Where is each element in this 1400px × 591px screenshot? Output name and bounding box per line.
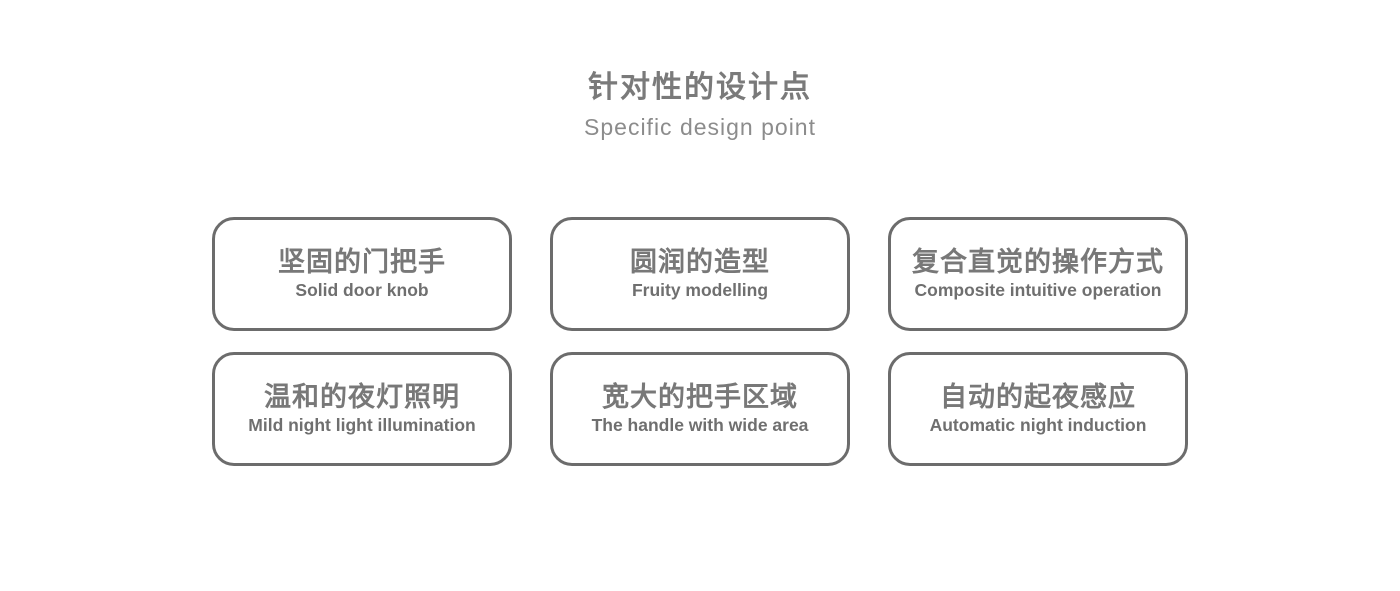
card-title-zh: 复合直觉的操作方式 xyxy=(912,246,1164,277)
page-title: 针对性的设计点 xyxy=(588,71,812,104)
card-title-zh: 温和的夜灯照明 xyxy=(264,381,460,412)
card-subtitle-en: Composite intuitive operation xyxy=(914,280,1162,301)
card-subtitle-en: Fruity modelling xyxy=(631,280,769,301)
page-subtitle: Specific design point xyxy=(584,114,816,140)
card-title-zh: 自动的起夜感应 xyxy=(940,381,1136,412)
card-title-zh: 坚固的门把手 xyxy=(278,246,446,277)
card-subtitle-en: The handle with wide area xyxy=(591,415,809,436)
card-solid-door-knob: 坚固的门把手 Solid door knob xyxy=(212,217,512,331)
card-title-zh: 宽大的把手区域 xyxy=(602,381,798,412)
card-composite-intuitive-operation: 复合直觉的操作方式 Composite intuitive operation xyxy=(888,217,1188,331)
card-mild-night-light: 温和的夜灯照明 Mild night light illumination xyxy=(212,352,512,466)
design-points-grid: 坚固的门把手 Solid door knob 圆润的造型 Fruity mode… xyxy=(212,217,1188,466)
slide-header: 针对性的设计点 Specific design point xyxy=(0,70,1400,142)
card-fruity-modelling: 圆润的造型 Fruity modelling xyxy=(550,217,850,331)
card-automatic-night-induction: 自动的起夜感应 Automatic night induction xyxy=(888,352,1188,466)
card-subtitle-en: Automatic night induction xyxy=(929,415,1147,436)
card-wide-handle-area: 宽大的把手区域 The handle with wide area xyxy=(550,352,850,466)
card-title-zh: 圆润的造型 xyxy=(630,246,770,277)
card-subtitle-en: Mild night light illumination xyxy=(248,415,476,436)
card-subtitle-en: Solid door knob xyxy=(295,280,429,301)
